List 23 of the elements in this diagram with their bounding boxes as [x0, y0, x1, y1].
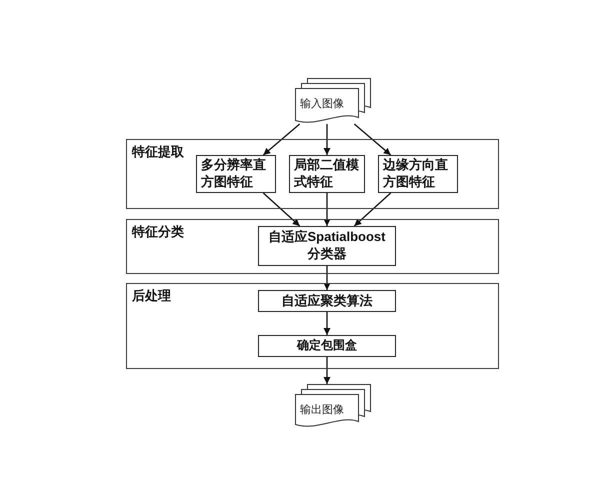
process-box: 确定包围盒	[258, 335, 396, 357]
process-box: 自适应聚类算法	[258, 290, 396, 312]
stage-panel	[126, 139, 499, 209]
arrow	[354, 192, 392, 226]
arrow	[324, 312, 330, 335]
arrow	[262, 192, 300, 226]
process-box: 自适应Spatialboost分类器	[258, 226, 396, 266]
arrow	[324, 357, 330, 384]
process-box: 局部二值模式特征	[289, 155, 365, 193]
document-label: 输出图像	[300, 404, 344, 418]
arrow	[354, 124, 392, 156]
stage-title: 特征提取	[132, 144, 184, 160]
stage-panel	[126, 283, 499, 369]
arrow	[262, 124, 300, 156]
stage-title: 后处理	[132, 288, 171, 304]
arrow	[324, 124, 330, 155]
process-box: 边缘方向直方图特征	[378, 155, 458, 193]
stage-title: 特征分类	[132, 224, 184, 240]
arrow	[324, 266, 330, 290]
process-box: 多分辨率直方图特征	[196, 155, 276, 193]
stage-panel	[126, 219, 499, 274]
document-label: 输入图像	[300, 98, 344, 112]
arrow	[324, 193, 330, 226]
